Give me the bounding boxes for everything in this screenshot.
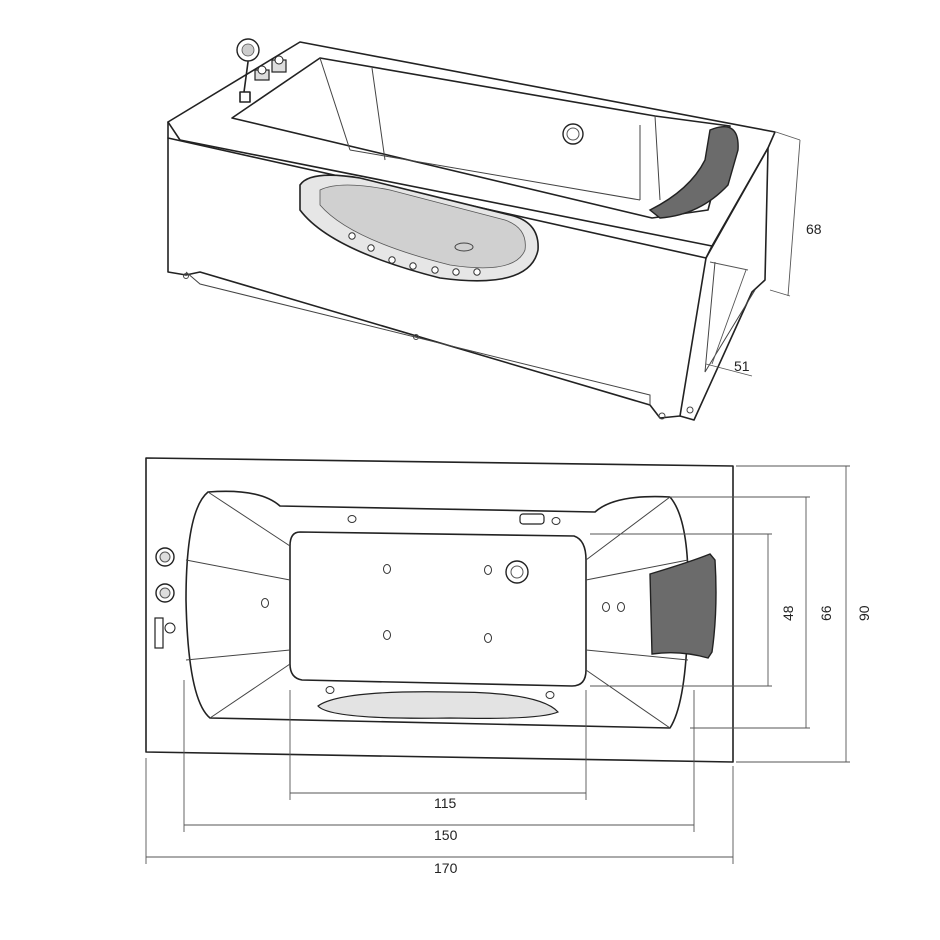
hand-shower-icon — [236, 38, 260, 103]
dimension-length-floor: 115 — [289, 690, 587, 811]
top-view-outer-rim — [145, 457, 734, 763]
basin-inner-lines — [319, 57, 661, 201]
foot — [686, 406, 694, 414]
front-panel — [167, 137, 707, 419]
dimension-height-total: 68 — [769, 131, 822, 297]
overflow-drain-icon — [562, 123, 584, 145]
headrest-icon — [648, 126, 739, 219]
top-view-window-sill — [317, 691, 560, 719]
top-view-floor — [289, 531, 587, 687]
svg-text:115: 115 — [434, 795, 457, 811]
jet-nozzle-icon — [261, 515, 625, 699]
top-view-headrest — [649, 553, 717, 659]
front-panel-plinth — [185, 271, 651, 405]
dimension-length-total: 170 — [145, 758, 734, 876]
svg-text:68: 68 — [806, 221, 822, 237]
perspective-view: 68 51 — [167, 38, 822, 421]
top-view: 115 150 170 48 66 90 — [145, 457, 872, 876]
svg-text:48: 48 — [780, 605, 796, 621]
window-light — [454, 242, 474, 252]
foot — [658, 412, 666, 420]
side-panel-plinth — [704, 261, 756, 373]
svg-text:150: 150 — [434, 827, 458, 843]
dimension-height-inner: 51 — [705, 261, 753, 377]
front-jets — [348, 232, 481, 276]
side-panel — [679, 147, 769, 421]
tap-handle-icon — [254, 55, 287, 81]
dimension-length-inner: 150 — [183, 680, 695, 843]
foot — [183, 273, 189, 279]
front-window-inner — [319, 184, 526, 269]
top-view-drain — [505, 560, 529, 584]
svg-text:51: 51 — [734, 358, 750, 374]
svg-text:90: 90 — [856, 605, 872, 621]
dimension-width-total: 90 — [736, 465, 872, 763]
dimension-width-floor: 48 — [590, 533, 796, 687]
drain-plug — [413, 334, 419, 340]
top-view-slope-lines — [185, 491, 689, 729]
top-view-overflow — [519, 513, 545, 525]
svg-text:66: 66 — [818, 605, 834, 621]
svg-text:170: 170 — [434, 860, 458, 876]
top-view-taps — [154, 547, 176, 649]
dimension-width-inner: 66 — [670, 496, 834, 729]
